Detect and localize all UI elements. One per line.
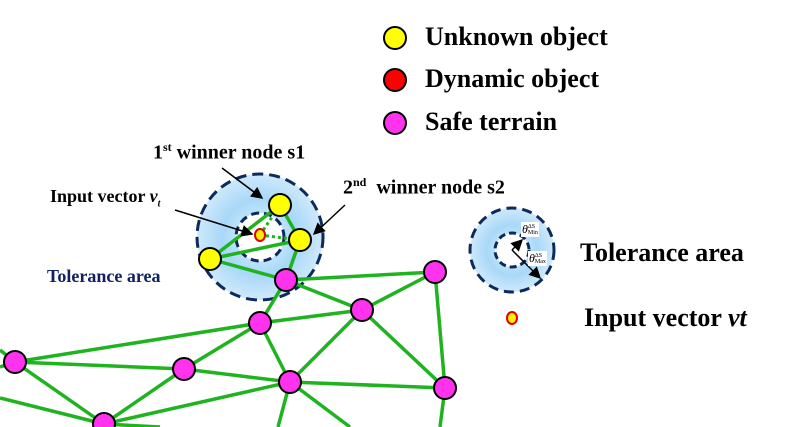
input-vector-label: Input vector vt: [50, 186, 161, 210]
legend-unknown-icon: [383, 26, 407, 50]
winner1-arrow: [221, 167, 264, 199]
network-nodes: [3, 193, 457, 427]
network-edge: [259, 308, 363, 325]
theta-max-arrow: [511, 249, 542, 280]
network-edge: [289, 380, 446, 390]
safe-terrain-node: [172, 357, 196, 381]
input-vector-legend-marker: [506, 311, 518, 325]
network-edge: [103, 367, 185, 426]
safe-terrain-node: [433, 376, 457, 400]
network-edge: [14, 360, 185, 371]
safe-terrain-node: [423, 260, 447, 284]
network-edge: [209, 238, 301, 261]
unknown-object-node: [288, 228, 312, 252]
input-vector-arrow: [174, 209, 254, 237]
network-edge: [14, 321, 261, 364]
network-edge: [288, 308, 364, 384]
network-edge: [103, 380, 291, 426]
legend-safe-label: Safe terrain: [425, 107, 558, 136]
winner2-arrow: [312, 204, 346, 236]
safe-terrain-node: [92, 412, 116, 427]
unknown-object-node: [198, 247, 222, 271]
input-vector-marker: [254, 228, 266, 242]
winner2-label: 2nd winner node s2: [343, 175, 505, 199]
theta-min-arrow: [510, 238, 524, 252]
legend-safe-icon: [383, 111, 407, 135]
network-edge: [361, 270, 436, 312]
safe-terrain-node: [278, 370, 302, 394]
tolerance-area-label: Tolerance area: [47, 266, 161, 286]
network-edge: [433, 271, 447, 389]
network-edge: [0, 396, 105, 426]
network-edge: [360, 308, 447, 390]
safe-terrain-node: [248, 311, 272, 335]
winner1-label: 1st winner node s1: [153, 140, 306, 164]
safe-terrain-node: [3, 350, 27, 374]
network-edge: [285, 278, 363, 312]
safe-terrain-node: [274, 268, 298, 292]
network-edge: [209, 257, 287, 282]
legend-dynamic-icon: [383, 68, 407, 92]
network-edge: [285, 270, 436, 282]
network-edge: [13, 360, 106, 426]
input-vector-legend-label: Input vector vt: [584, 303, 747, 332]
tolerance-legend-label: Tolerance area: [580, 238, 744, 267]
legend-unknown-label: Unknown object: [425, 22, 608, 51]
network-edge: [288, 380, 352, 427]
unknown-object-node: [268, 193, 292, 217]
safe-terrain-node: [350, 298, 374, 322]
network-edge: [183, 321, 261, 371]
legend-dynamic-label: Dynamic object: [425, 64, 600, 93]
network-edge: [183, 367, 291, 384]
